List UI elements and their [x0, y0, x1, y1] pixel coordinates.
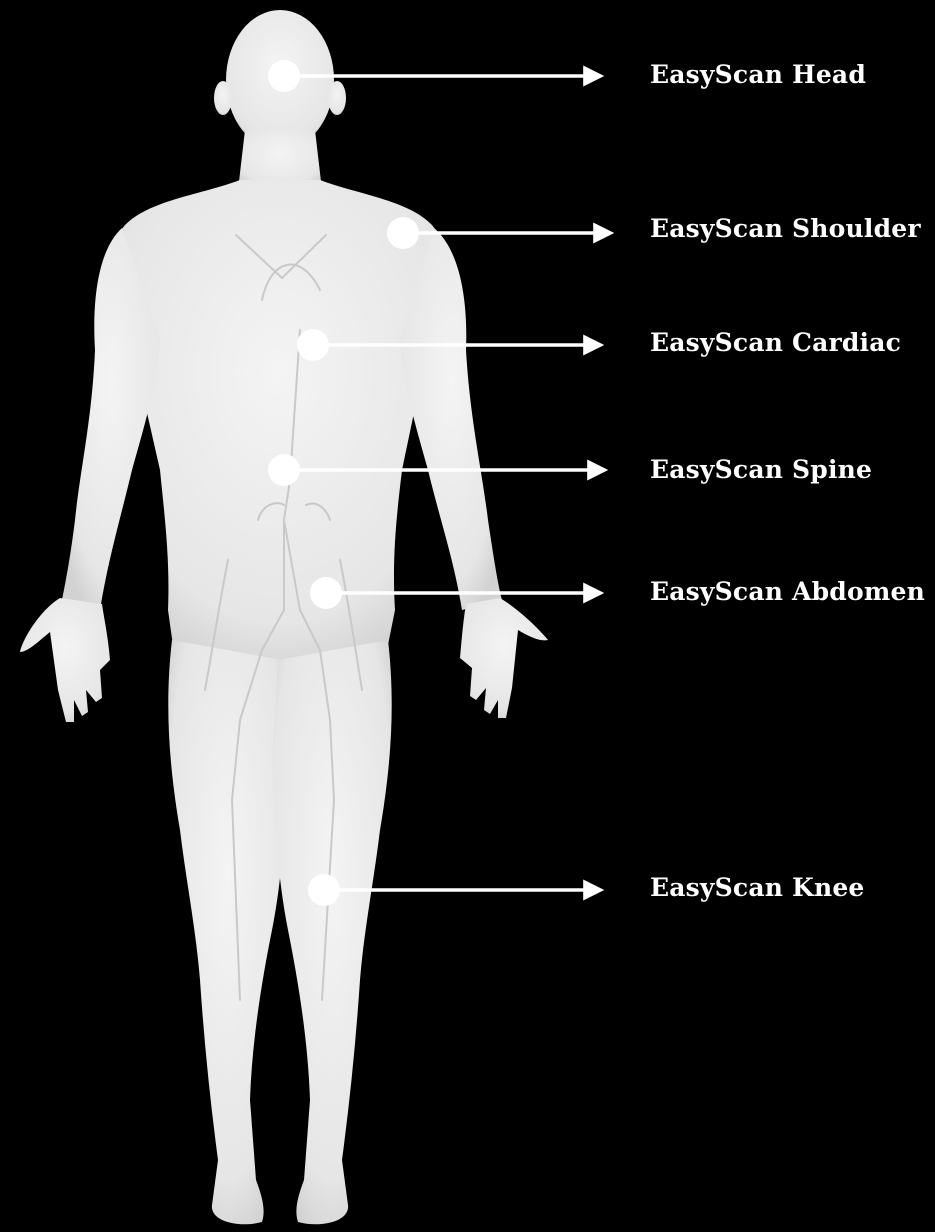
label-easyscan-abdomen: EasyScan Abdomen [650, 577, 925, 607]
marker-abdomen [310, 577, 342, 609]
marker-shoulder [387, 217, 419, 249]
label-easyscan-spine: EasyScan Spine [650, 455, 872, 485]
marker-cardiac [297, 329, 329, 361]
label-easyscan-knee: EasyScan Knee [650, 873, 865, 903]
body-silhouette [20, 10, 548, 1224]
marker-spine [268, 454, 300, 486]
label-easyscan-head: EasyScan Head [650, 60, 866, 90]
marker-head [268, 60, 300, 92]
marker-knee [308, 874, 340, 906]
label-easyscan-shoulder: EasyScan Shoulder [650, 214, 921, 244]
label-easyscan-cardiac: EasyScan Cardiac [650, 328, 901, 358]
